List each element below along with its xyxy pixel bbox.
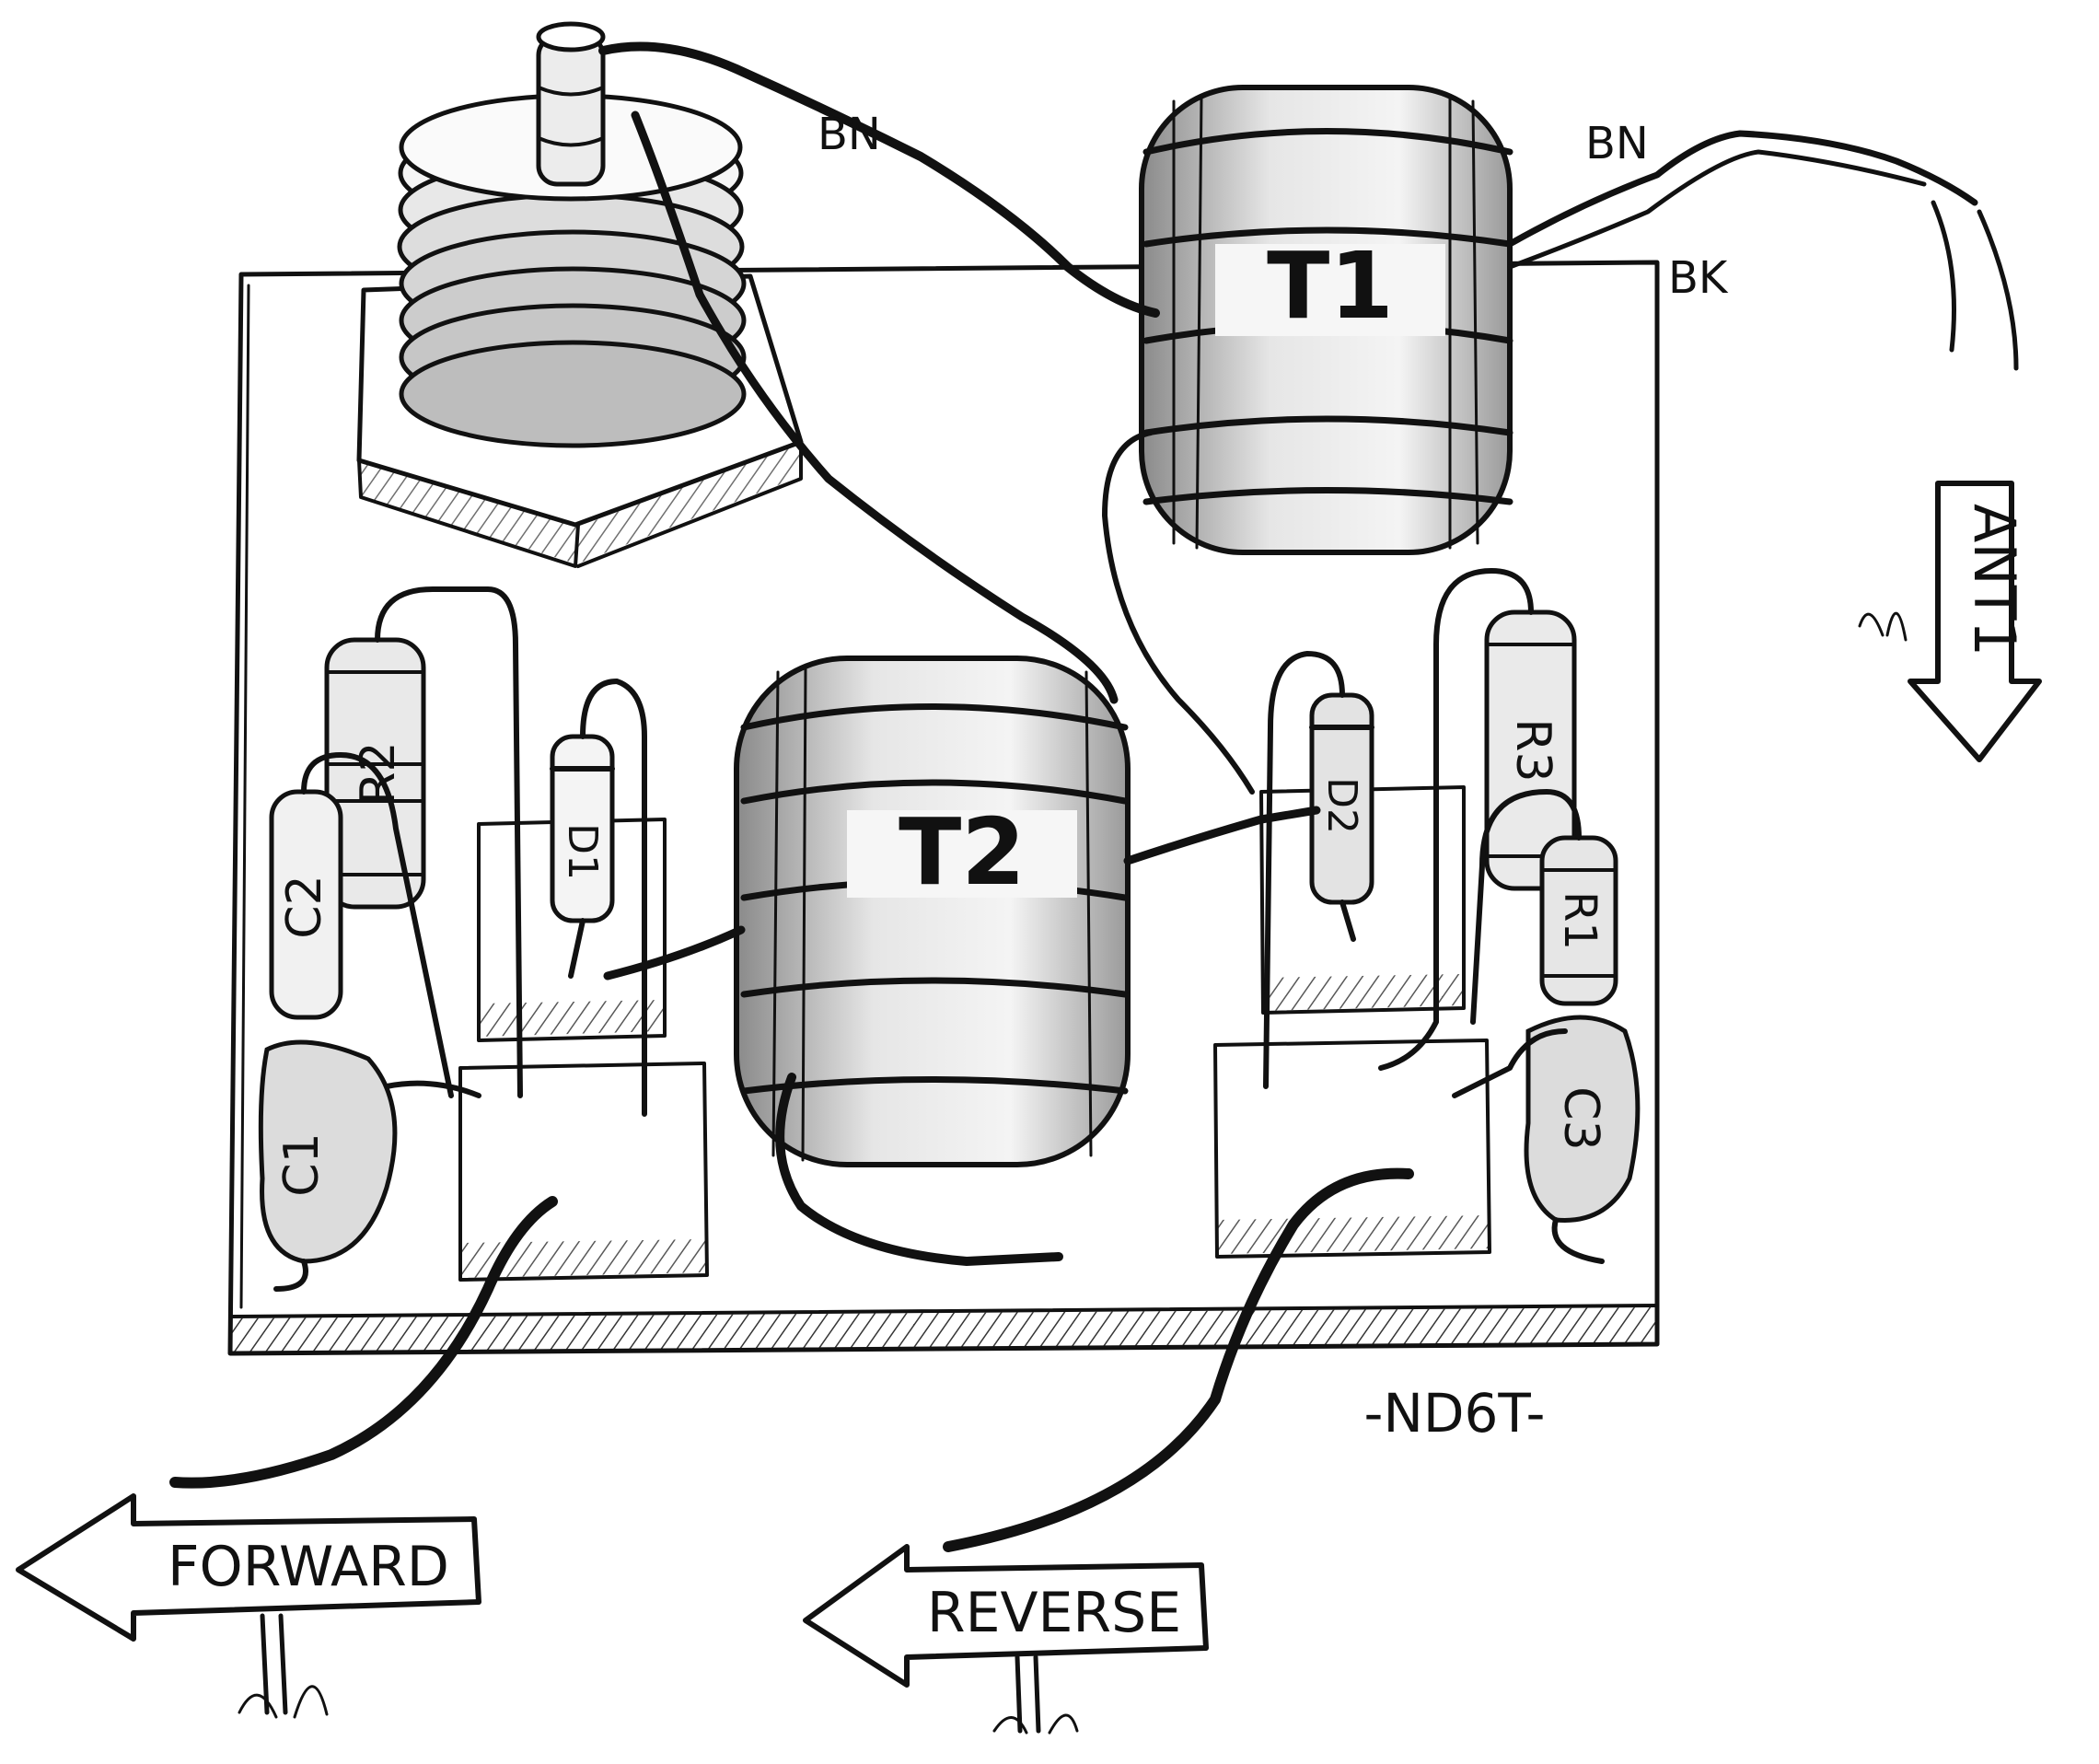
right-component-block: D2 R3 R1 C3 <box>1213 568 1641 1264</box>
d2-label: D2 <box>1318 777 1365 834</box>
resistor-r3: R3 <box>1484 609 1577 891</box>
reverse-sign: REVERSE <box>803 1544 1209 1735</box>
capacitor-c3: C3 <box>1524 1015 1641 1223</box>
forward-label: FORWARD <box>168 1535 449 1599</box>
capacitor-c2: C2 <box>269 789 343 1020</box>
wiring <box>169 41 2019 1552</box>
ant1-label: ANT1 <box>1961 504 2028 656</box>
c3-label: C3 <box>1553 1086 1608 1150</box>
reverse-label: REVERSE <box>927 1581 1181 1645</box>
diode-d2: D2 <box>1309 692 1374 905</box>
forward-sign: FORWARD <box>16 1493 481 1719</box>
bn-top-label: BN <box>818 109 881 160</box>
c1-label: C1 <box>274 1132 330 1196</box>
bk-label: BK <box>1668 252 1729 304</box>
diode-d1: D1 <box>550 734 615 923</box>
r1-label: R1 <box>1554 891 1606 950</box>
author-signature: -ND6T- <box>1364 1382 1546 1445</box>
toroid-t2: T2 <box>734 656 1131 1167</box>
c2-label: C2 <box>277 875 332 938</box>
r3-label: R3 <box>1505 718 1560 782</box>
t1-label: T1 <box>1267 232 1394 340</box>
d1-label: D1 <box>559 823 606 880</box>
bn-right-label: BN <box>1585 118 1649 169</box>
trimmer-capacitor <box>356 21 804 568</box>
circuit-board <box>227 260 1660 1356</box>
ant1-sign: ANT1 <box>1858 481 2042 762</box>
toroid-t1: T1 <box>1139 85 1513 555</box>
left-component-block: R2 C2 D1 C1 <box>258 586 709 1292</box>
t2-label: T2 <box>899 798 1026 906</box>
capacitor-c1: C1 <box>258 1039 398 1264</box>
resistor-r1: R1 <box>1539 835 1618 1006</box>
